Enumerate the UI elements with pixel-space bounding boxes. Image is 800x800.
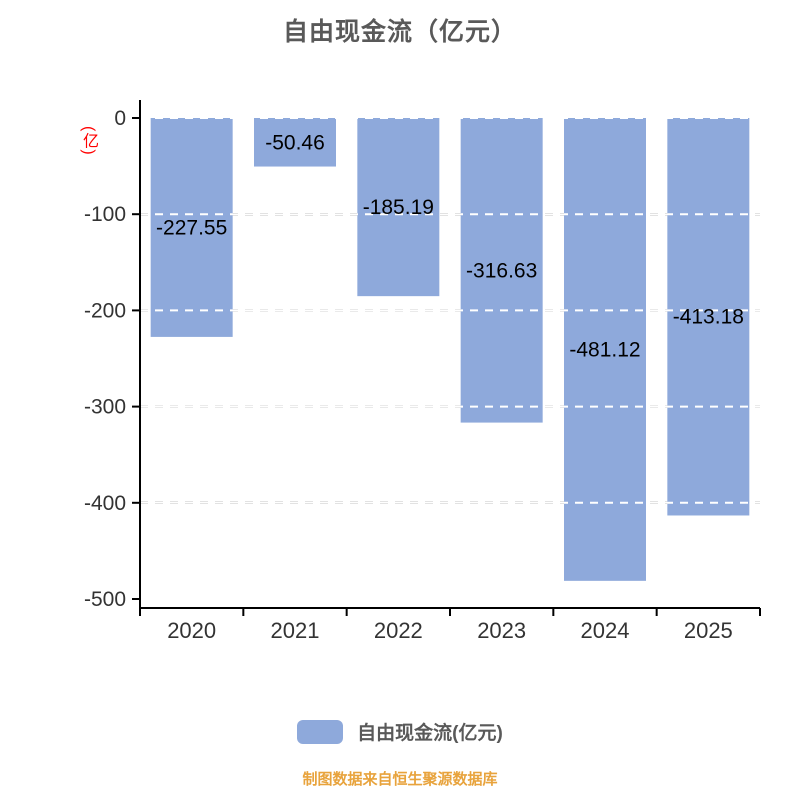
bar-2023 bbox=[460, 118, 543, 423]
bar-2025 bbox=[667, 118, 750, 516]
footer-data-source-note: 制图数据来自恒生聚源数据库 bbox=[302, 771, 498, 788]
x-tick-label: 2024 bbox=[581, 618, 630, 643]
value-label: -413.18 bbox=[673, 306, 744, 329]
value-label: -227.55 bbox=[156, 216, 227, 239]
bar-2020 bbox=[150, 118, 233, 337]
value-label: -316.63 bbox=[466, 259, 537, 282]
y-tick-label: 0 bbox=[114, 107, 126, 130]
value-label: -481.12 bbox=[569, 338, 640, 361]
y-tick-label: -500 bbox=[84, 588, 126, 611]
x-tick-label: 2020 bbox=[167, 618, 216, 643]
y-tick-label: -100 bbox=[84, 203, 126, 226]
legend-label: 自由现金流(亿元) bbox=[357, 723, 503, 744]
legend-swatch bbox=[297, 719, 344, 744]
bar-2022 bbox=[357, 118, 440, 297]
legend: 自由现金流(亿元) bbox=[0, 718, 800, 745]
chart-title: 自由现金流（亿元） bbox=[282, 18, 517, 46]
y-tick-label: -200 bbox=[84, 299, 126, 322]
x-tick-label: 2023 bbox=[477, 618, 526, 643]
x-tick-label: 2022 bbox=[374, 618, 423, 643]
value-label: -50.46 bbox=[265, 131, 325, 154]
value-label: -185.19 bbox=[363, 196, 434, 219]
y-tick-label: -300 bbox=[84, 396, 126, 419]
x-tick-label: 2021 bbox=[271, 618, 320, 643]
y-tick-label: -400 bbox=[84, 492, 126, 515]
x-tick-label: 2025 bbox=[684, 618, 733, 643]
bar-2021 bbox=[254, 118, 336, 167]
y-axis-unit-label: (亿) bbox=[80, 126, 97, 156]
